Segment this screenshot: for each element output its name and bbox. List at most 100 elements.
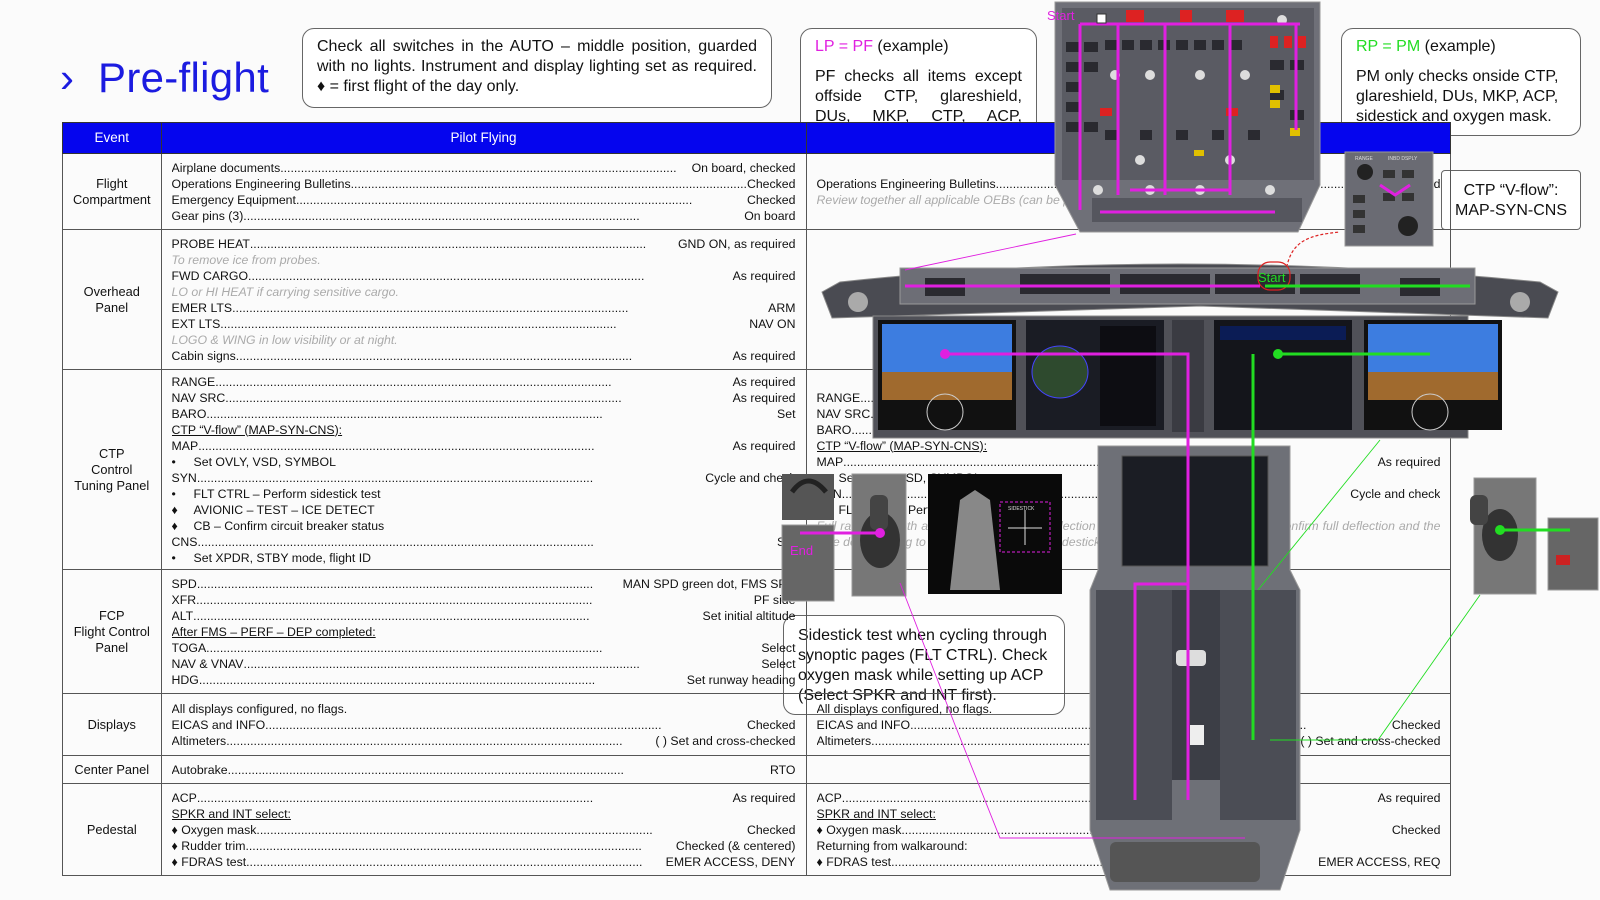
bullet-marker: ♦ (171, 502, 178, 517)
item-value: Checked (746, 822, 796, 837)
event-name: Control Tuning Panel (74, 461, 150, 493)
pfd-left (878, 320, 1016, 431)
checklist-item: MAPAs required (172, 438, 796, 454)
checklist-item: AutobrakeRTO (172, 762, 796, 778)
checklist-item: EXT LTSNAV ON (172, 316, 796, 332)
display-units (872, 315, 1502, 439)
overhead-start-marker (1096, 13, 1107, 24)
item-value: Checked (1391, 717, 1441, 732)
bullet-item: • Set XPDR, STBY mode, flight ID (172, 550, 796, 566)
checklist-item: ♦ Oxygen maskChecked (817, 822, 1441, 838)
item-value: ( ) Set and cross-checked (655, 733, 796, 748)
item-note: LOGO & WING in low visibility or at nigh… (171, 332, 398, 347)
item-key: Airplane documents (171, 160, 281, 175)
item-key: HDG (171, 672, 199, 687)
bullet-item: ♦AVIONIC – TEST – ICE DETECT (172, 502, 796, 518)
item-key: NAV SRC (171, 390, 226, 405)
checklist-item: ALTSet initial altitude (172, 608, 796, 624)
item-text: All displays configured, no flags. (171, 701, 348, 716)
checklist-item: BAROSet (172, 406, 796, 422)
bullet-marker: • (171, 486, 176, 501)
item-key: RANGE (171, 374, 216, 389)
checklist-item: ♦ Rudder trim Checked (& centered) (172, 838, 796, 854)
overhead-panel (1054, 1, 1321, 233)
sidestick-display-label: SIDESTICK (1008, 506, 1035, 512)
bullet-text: Set OVLY, VSD, SYMBOL (193, 454, 336, 469)
item-subheading: CTP “V-flow” (MAP-SYN-CNS): (816, 438, 988, 453)
overhead-flow-line (1078, 22, 1300, 214)
item-value: Set (777, 406, 796, 421)
item-key: Cabin signs (171, 348, 236, 363)
item-value: GND ON, as required (677, 236, 796, 251)
item-value: As required (732, 268, 796, 283)
checklist-item: EICAS and INFOChecked (172, 717, 796, 733)
item-key: Altimeters (171, 733, 227, 748)
overhead-start-label: Start (1047, 8, 1075, 23)
item-key: EXT LTS (171, 316, 221, 331)
header-event: Event (62, 122, 162, 154)
item-text: All displays configured, no flags. (816, 701, 993, 716)
checklist-item: EMER LTSARM (172, 300, 796, 316)
bullet-item: •FLT CTRL – Perform sidestick test (172, 486, 796, 502)
item-value: As required (1377, 454, 1441, 469)
item-value: Checked (1391, 822, 1441, 837)
item-key: FWD CARGO (171, 268, 249, 283)
item-key: ♦ Rudder trim (171, 838, 246, 853)
right-sidestick-area (1470, 477, 1599, 595)
item-value: On board, checked (691, 160, 796, 175)
item-key: PROBE HEAT (171, 236, 250, 251)
checklist-item: PROBE HEAT GND ON, as required (172, 236, 796, 252)
left-sidestick-area: SIDESTICK (781, 473, 1062, 602)
checklist-item: ACPAs required (817, 790, 1441, 806)
lp-label: LP = PF (815, 38, 873, 55)
item-subheading: SPKR and INT select: (816, 806, 936, 821)
item-value: Checked (& centered) (675, 838, 796, 853)
checklist-item: Airplane documents On board, checked (172, 160, 796, 176)
mfd-right (1214, 320, 1352, 430)
item-key: SPD (171, 576, 197, 591)
bullet-text: Set XPDR, STBY mode, flight ID (193, 550, 371, 565)
pf-cell: Airplane documents On board, checkedOpera… (160, 153, 807, 230)
item-key: Gear pins (3) (171, 208, 244, 223)
item-key: Altimeters (816, 733, 872, 748)
checklist-item: Operations Engineering BulletinsChecked (172, 176, 796, 192)
checklist-note: Check all switches in the AUTO – middle … (302, 28, 772, 108)
bullet-item: ♦CB – Confirm circuit breaker status (172, 518, 796, 534)
pm-flow-line (1251, 284, 1570, 740)
item-value: RTO (769, 762, 796, 777)
item-value: Checked (746, 717, 796, 732)
item-key: ACP (171, 790, 197, 805)
checklist-item: Altimeters( ) Set and cross-checked (817, 733, 1441, 749)
item-key: ACP (816, 790, 842, 805)
pm-connector-lines (1257, 439, 1481, 741)
item-key: ALT (171, 608, 194, 623)
item-value: Checked (746, 176, 796, 191)
bullet-marker: • (171, 550, 176, 565)
glareshield-start-marker (1257, 261, 1291, 291)
lp-suffix: (example) (872, 38, 949, 55)
event-name: Overhead (83, 283, 140, 299)
checklist-item: SYNCycle and check (172, 470, 796, 486)
checklist-item: ACPAs required (172, 790, 796, 806)
item-key: MAP (816, 454, 844, 469)
checklist-item: RANGEAs required (172, 374, 796, 390)
item-subheading: CTP “V-flow” (MAP-SYN-CNS): (171, 422, 343, 437)
item-value: Cycle and check (705, 470, 796, 485)
item-key: NAV & VNAV (171, 656, 244, 671)
checklist-item: MAP As required (817, 454, 1441, 470)
ctp-closeup: RANGE INBD DSPLY (1344, 151, 1434, 247)
item-value: On board (744, 208, 796, 223)
item-key: CNS (171, 534, 198, 549)
checklist-item: ♦ Oxygen maskChecked (172, 822, 796, 838)
checklist-item: ♦ FDRAS testEMER ACCESS, REQ (817, 854, 1441, 870)
rp-legend: RP = PM (example) PM only checks onside … (1341, 28, 1581, 136)
checklist-item: HDGSet runway heading (172, 672, 796, 688)
item-key: ♦ FDRAS test (171, 854, 247, 869)
checklist-item: ♦ FDRAS testEMER ACCESS, DENY (172, 854, 796, 870)
event-name: Flight Control Panel (73, 623, 150, 655)
checklist-item: EICAS and INFOChecked (817, 717, 1441, 733)
item-subheading: After FMS – PERF – DEP completed: (171, 624, 376, 639)
bullet-marker: ♦ (171, 518, 178, 533)
mfd-left (1026, 320, 1164, 430)
